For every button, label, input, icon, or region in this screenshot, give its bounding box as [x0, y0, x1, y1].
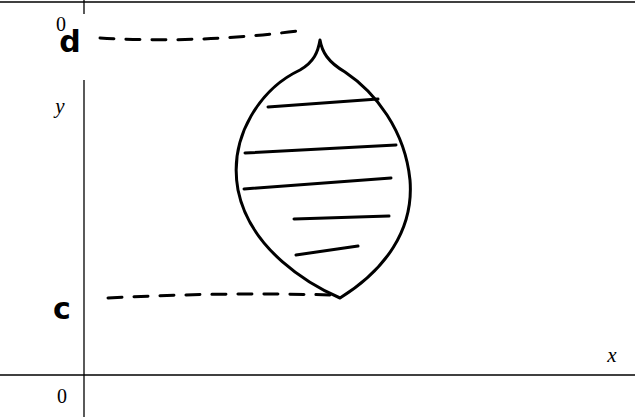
axis-label: y: [55, 96, 64, 117]
axis-tick-label: 0: [57, 386, 67, 406]
level-label: c: [53, 294, 71, 324]
y-axis: [83, 80, 84, 417]
hatch-line: [294, 216, 389, 219]
level-label: d: [59, 27, 80, 57]
hatch-line: [296, 246, 358, 255]
hatch-line: [245, 145, 396, 153]
hatch-line: [268, 99, 378, 107]
x-axis: [0, 374, 635, 375]
region-hatching: [244, 99, 396, 255]
region-outline: [236, 40, 410, 298]
axis-label: x: [607, 345, 616, 366]
dashed-line-d: [100, 30, 305, 40]
y-axis-top: [83, 0, 84, 14]
dashed-line-c: [108, 294, 332, 298]
hatch-line: [244, 178, 391, 189]
top-border: [0, 1, 635, 2]
